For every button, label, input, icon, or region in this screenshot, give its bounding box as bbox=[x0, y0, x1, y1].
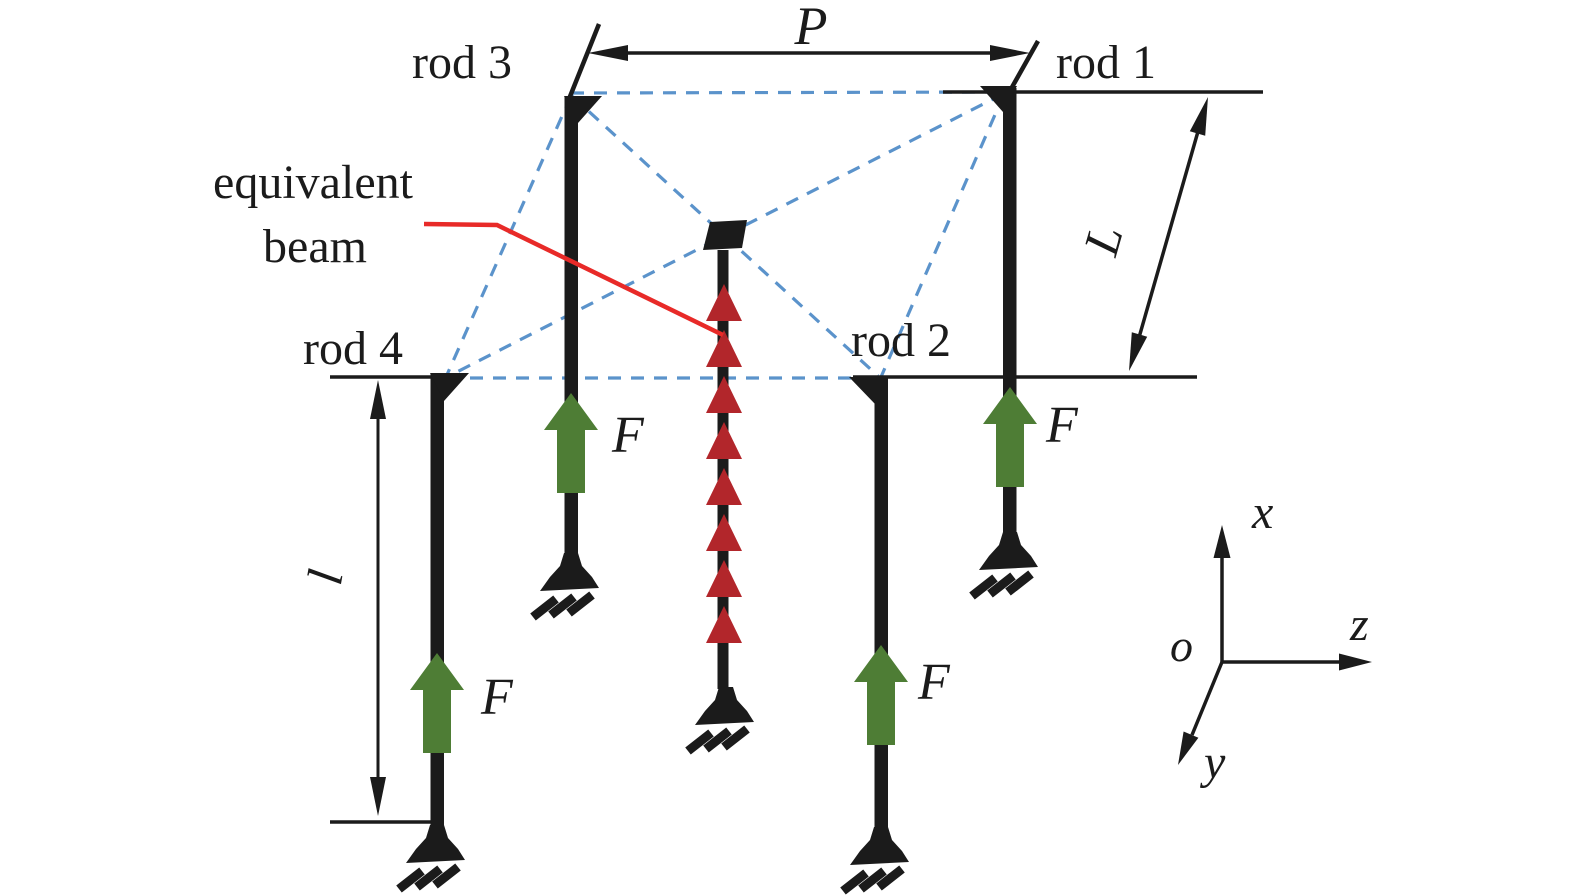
rod-2-top-wedge bbox=[849, 377, 888, 404]
dimension-L-arrow-bottom bbox=[1129, 332, 1148, 371]
x-axis-label: x bbox=[1251, 486, 1273, 539]
force-arrow-rod2-icon bbox=[854, 645, 908, 745]
equivalent-beam-bar bbox=[717, 250, 729, 689]
force-label-rod4: F bbox=[480, 669, 514, 726]
beam-fixed-support-icon bbox=[688, 687, 754, 751]
z-axis-label: z bbox=[1349, 598, 1369, 651]
rod-3-fixed-support-icon bbox=[533, 553, 599, 617]
equivalent-beam-label-line1: equivalent bbox=[213, 156, 414, 209]
z-axis-arrow bbox=[1339, 653, 1372, 671]
force-arrow-rod3-icon bbox=[544, 393, 598, 493]
rod-1-fixed-support-icon bbox=[972, 532, 1038, 596]
dimension-L bbox=[1129, 97, 1208, 371]
force-label-rod1: F bbox=[1045, 397, 1079, 454]
construction-line-top bbox=[570, 90, 1006, 95]
force-label-rod3: F bbox=[611, 407, 645, 464]
y-axis-arrow bbox=[1178, 731, 1199, 765]
dimension-p bbox=[566, 23, 1040, 100]
equivalent-beam-label-line2: beam bbox=[263, 220, 367, 273]
dimension-l bbox=[370, 380, 386, 816]
dimension-p-label: P bbox=[794, 0, 828, 56]
rod-4-bar bbox=[430, 373, 444, 827]
rod-1-top-wedge bbox=[980, 86, 1017, 112]
dimension-L-label: L bbox=[1072, 219, 1134, 262]
rod-4-top-wedge bbox=[430, 373, 469, 401]
rod-2-label: rod 2 bbox=[851, 314, 951, 367]
x-axis-arrow bbox=[1213, 525, 1231, 558]
rod-4-label: rod 4 bbox=[303, 322, 403, 375]
dimension-L-arrow-top bbox=[1189, 97, 1208, 136]
dimension-l-arrow-bottom bbox=[370, 777, 386, 816]
equivalent-beam-leader-line bbox=[423, 221, 724, 338]
dimension-p-tick-right bbox=[1009, 39, 1040, 91]
rod-3-label: rod 3 bbox=[412, 36, 512, 89]
rod-2-fixed-support-icon bbox=[843, 827, 909, 891]
rod-1-label: rod 1 bbox=[1056, 36, 1156, 89]
force-label-rod2: F bbox=[917, 654, 951, 711]
origin-label: o bbox=[1170, 620, 1193, 671]
dimension-p-tick-left bbox=[566, 23, 602, 100]
force-arrow-rod1-icon bbox=[983, 387, 1037, 487]
rod-2-bar bbox=[874, 377, 888, 829]
dimension-l-arrow-top bbox=[370, 380, 386, 419]
rod-3-top-wedge bbox=[564, 96, 602, 123]
construction-line-right bbox=[879, 93, 1006, 378]
dimension-p-arrow-right bbox=[990, 45, 1030, 61]
coordinate-axes bbox=[1178, 525, 1372, 765]
force-arrow-rod4-icon bbox=[410, 653, 464, 753]
reference-lines bbox=[330, 90, 1263, 824]
rod-4-fixed-support-icon bbox=[399, 825, 465, 889]
dimension-l-label: l bbox=[296, 565, 354, 588]
construction-line-left bbox=[444, 95, 573, 378]
dimension-p-arrow-left bbox=[588, 45, 628, 61]
equivalent-beam-head bbox=[703, 220, 747, 250]
y-axis-label: y bbox=[1199, 736, 1226, 789]
